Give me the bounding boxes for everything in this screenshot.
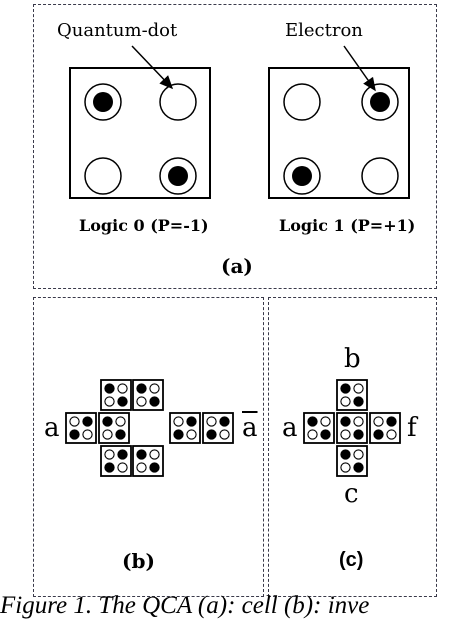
quantum-dot <box>136 396 147 407</box>
electron-dot <box>173 429 184 440</box>
inverter-cell <box>100 445 132 477</box>
inverter-cell <box>202 412 234 444</box>
quantum-dot <box>320 416 331 427</box>
electron-tr <box>370 92 390 112</box>
quantum-dot <box>186 429 197 440</box>
panel-b-label: (b) <box>122 549 155 573</box>
quantum-dot <box>340 462 351 473</box>
majority-input-top-label: b <box>344 344 361 374</box>
quantum-dot <box>340 396 351 407</box>
electron-dot <box>117 396 128 407</box>
electron-dot <box>136 383 147 394</box>
quantum-dot <box>115 416 126 427</box>
inverter-output-label: a <box>242 413 258 443</box>
majority-input-right-label: f <box>407 413 417 443</box>
quantum-dot <box>206 416 217 427</box>
inverter-input-label: a <box>44 413 60 443</box>
quantum-dot <box>386 429 397 440</box>
quantum-dot <box>149 449 160 460</box>
electron-dot <box>186 416 197 427</box>
electron-dot <box>104 462 115 473</box>
inverter-cell <box>169 412 201 444</box>
electron-tl <box>93 92 113 112</box>
electron-dot <box>340 416 351 427</box>
electron-dot <box>102 416 113 427</box>
electron-dot <box>353 462 364 473</box>
electron-dot <box>353 429 364 440</box>
quantum-dot-tr <box>159 83 197 121</box>
inverter-cell <box>65 412 97 444</box>
quantum-dot <box>104 449 115 460</box>
majority-cell <box>303 412 335 444</box>
electron-dot <box>82 416 93 427</box>
electron-dot <box>206 429 217 440</box>
quantum-dot <box>102 429 113 440</box>
panel-a-frame <box>33 4 437 289</box>
majority-cell <box>336 445 368 477</box>
electron-dot <box>353 396 364 407</box>
electron-dot <box>340 449 351 460</box>
electron-dot <box>320 429 331 440</box>
electron-dot <box>115 429 126 440</box>
quantum-dot <box>173 416 184 427</box>
qca-cell-logic1 <box>268 67 410 199</box>
majority-cell <box>369 412 401 444</box>
electron-br <box>168 166 188 186</box>
quantum-dot <box>69 416 80 427</box>
electron-bl <box>292 166 312 186</box>
annotation-electron: Electron <box>285 20 363 41</box>
electron-dot <box>149 462 160 473</box>
electron-dot <box>69 429 80 440</box>
electron-dot <box>307 416 318 427</box>
inverter-cell <box>132 445 164 477</box>
quantum-dot <box>340 429 351 440</box>
quantum-dot <box>117 462 128 473</box>
panel-c-frame <box>268 297 437 597</box>
majority-output-bottom-label: c <box>344 479 359 509</box>
caption-logic0: Logic 0 (P=-1) <box>79 216 209 235</box>
electron-dot <box>149 396 160 407</box>
panel-b-frame <box>33 297 264 597</box>
quantum-dot <box>307 429 318 440</box>
majority-input-left-label: a <box>282 413 298 443</box>
quantum-dot <box>219 429 230 440</box>
quantum-dot <box>373 416 384 427</box>
electron-dot <box>117 449 128 460</box>
quantum-dot-bl <box>84 157 122 195</box>
quantum-dot <box>136 462 147 473</box>
quantum-dot <box>353 416 364 427</box>
electron-dot <box>386 416 397 427</box>
quantum-dot <box>353 383 364 394</box>
electron-arrow <box>343 45 376 92</box>
electron-dot <box>104 383 115 394</box>
quantum-dot-br <box>361 157 399 195</box>
caption-logic1: Logic 1 (P=+1) <box>279 216 416 235</box>
panel-a-graphics <box>69 45 410 199</box>
quantum-dot <box>104 396 115 407</box>
quantum-dot <box>149 383 160 394</box>
quantum-dot <box>82 429 93 440</box>
electron-dot <box>373 429 384 440</box>
quantum-dot <box>117 383 128 394</box>
electron-dot <box>340 383 351 394</box>
panel-a-label: (a) <box>221 254 253 278</box>
electron-dot <box>136 449 147 460</box>
quantum-dot <box>353 449 364 460</box>
inverter-cell <box>98 412 130 444</box>
inverter-cell <box>100 379 132 411</box>
inverter-cell <box>132 379 164 411</box>
quantum-dot-tl <box>283 83 321 121</box>
panel-c-label: (c) <box>339 549 364 571</box>
annotation-quantum-dot: Quantum-dot <box>57 20 178 41</box>
quantum-dot-arrow <box>131 45 174 90</box>
figure-caption: Figure 1. The QCA (a): cell (b): inve <box>0 592 370 619</box>
electron-dot <box>219 416 230 427</box>
majority-cell <box>336 412 368 444</box>
qca-cell-logic0 <box>69 67 211 199</box>
majority-cell <box>336 379 368 411</box>
